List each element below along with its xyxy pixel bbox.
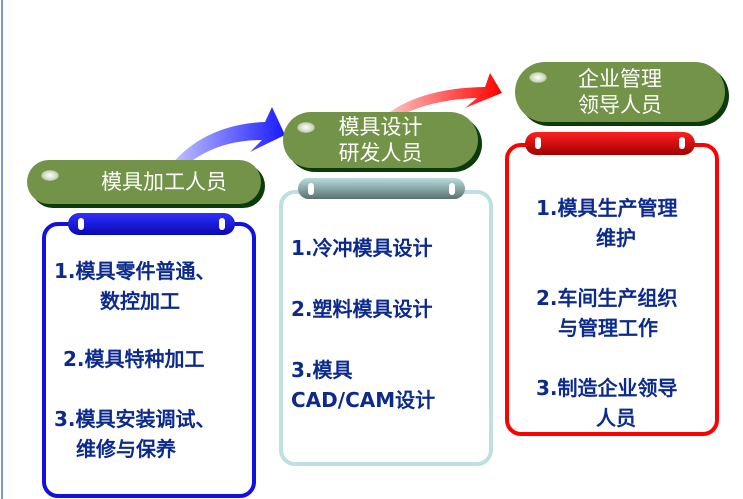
list-item: 2.塑料模具设计 [291, 297, 433, 321]
header-management: 企业管理领导人员 [515, 62, 725, 122]
list-item: 1.模具零件普通、数控加工 [54, 259, 216, 313]
bar-management [525, 132, 695, 155]
header-text: 研发人员 [338, 141, 423, 165]
box-design [279, 190, 493, 466]
arrow-blue [155, 107, 285, 188]
list-item: 2.车间生产组织与管理工作 [536, 286, 678, 340]
list-item: 2.模具特种加工 [63, 347, 205, 371]
list-item: 1.冷冲模具设计 [291, 236, 433, 260]
list-item: 3.模具安装调试、维修与保养 [54, 407, 216, 461]
bar-machining [68, 213, 235, 235]
header-text: 模具加工人员 [101, 170, 227, 194]
box-management [505, 143, 719, 436]
header-text: 企业管理 [578, 67, 662, 91]
list-item: 1.模具生产管理维护 [536, 196, 678, 250]
header-machining: 模具加工人员 [27, 160, 261, 204]
list-item: 3.制造企业领导人员 [536, 376, 678, 430]
bar-design [298, 178, 465, 199]
left-edge-line [1, 0, 3, 499]
header-text: 模具设计 [338, 115, 423, 139]
header-text: 领导人员 [578, 93, 662, 117]
header-design: 模具设计研发人员 [283, 112, 478, 168]
